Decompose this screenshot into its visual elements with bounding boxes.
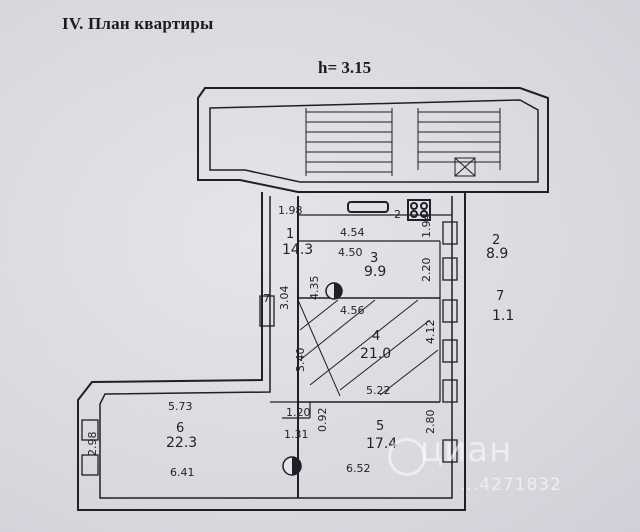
- room-7-area: 1.1: [492, 308, 514, 324]
- room-4-area: 21.0: [360, 346, 391, 362]
- kitchen-sink: [347, 201, 389, 213]
- dim-label: 4.56: [340, 304, 365, 317]
- room-6-area: 22.3: [166, 435, 197, 451]
- plan-title: IV. План квартиры: [62, 14, 214, 33]
- dim-label: 2.80: [424, 410, 437, 435]
- room-2-area: 8.9: [486, 246, 508, 262]
- room-6-number: 6: [176, 421, 184, 436]
- kitchen-mark: 2: [394, 208, 401, 221]
- room-hatching: [297, 299, 439, 397]
- closet-mark: 7: [263, 292, 270, 305]
- outer-wall-top: [197, 87, 549, 193]
- dim-label: 5.73: [168, 400, 193, 413]
- room-3-number: 3: [370, 251, 378, 266]
- dim-label: 3.40: [294, 348, 307, 373]
- dim-label: 6.41: [170, 466, 195, 479]
- dim-label: 4.54: [340, 226, 365, 239]
- dim-label: 1.94: [420, 214, 433, 239]
- dim-label: 2.20: [420, 258, 433, 283]
- dim-label: 1.98: [278, 204, 303, 217]
- watermark-listing-id: ...4271832: [460, 475, 562, 495]
- dim-label: 0.92: [316, 408, 329, 433]
- room-7-number: 7: [496, 289, 504, 304]
- room-2-number: 2: [492, 233, 500, 248]
- outer-wall-main: [77, 192, 466, 511]
- watermark-logo-icon: [388, 438, 426, 476]
- inner-wall-top: [209, 99, 539, 183]
- dim-label: 5.22: [366, 384, 391, 397]
- heater-bottom: [282, 456, 302, 476]
- dim-label: 1.31: [284, 428, 309, 441]
- watermark-text: циан: [420, 430, 513, 470]
- room-4-number: 4: [372, 329, 380, 344]
- dim-label: 4.12: [424, 320, 437, 345]
- room-5-number: 5: [376, 419, 384, 434]
- room-1-area: 14.3: [282, 242, 313, 258]
- room-3-area: 9.9: [364, 264, 386, 280]
- inner-wall-main: [99, 196, 453, 499]
- room-1-number: 1: [286, 227, 294, 242]
- dim-label: 4.50: [338, 246, 363, 259]
- dim-label: 6.52: [346, 462, 371, 475]
- dim-label: 4.35: [308, 276, 321, 301]
- dim-label: 1.20: [286, 406, 311, 419]
- dim-label: 2.98: [86, 432, 99, 457]
- stairs-left: [305, 108, 393, 176]
- stairs-right: [417, 108, 501, 177]
- dim-label: 3.04: [278, 286, 291, 311]
- heater-left: [325, 282, 343, 300]
- ceiling-height-label: h= 3.15: [318, 58, 372, 77]
